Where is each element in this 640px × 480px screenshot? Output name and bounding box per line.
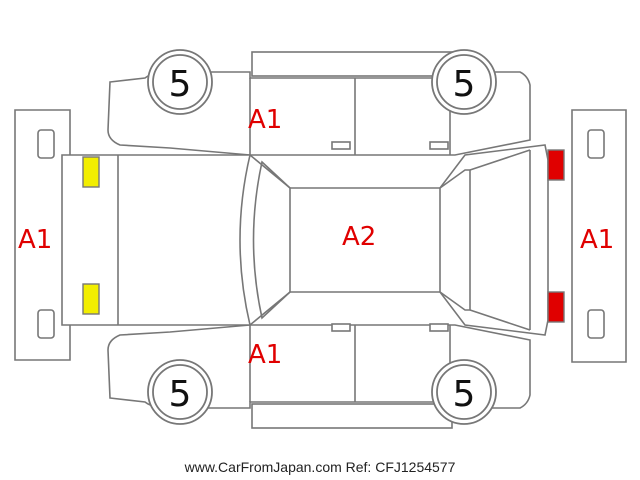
tire-rear-right: 5	[431, 359, 497, 425]
tire-rear-right-grade: 5	[453, 374, 476, 415]
tire-front-left-grade: 5	[169, 64, 192, 105]
tire-rear-left-grade: 5	[453, 64, 476, 105]
rear-right-lamp	[547, 291, 565, 323]
tire-front-left: 5	[147, 49, 213, 115]
front-left-lamp	[82, 156, 100, 188]
left-side-view	[107, 51, 531, 156]
rear-bumper-damage-label: A1	[580, 225, 614, 255]
rear-left-lamp	[547, 149, 565, 181]
front-bumper-damage-label: A1	[18, 225, 52, 255]
front-right-lamp	[82, 283, 100, 315]
left-side-damage-label: A1	[248, 105, 282, 135]
front-bumper	[14, 109, 71, 361]
tire-rear-left: 5	[431, 49, 497, 115]
top-view-body	[61, 144, 549, 336]
right-side-damage-label: A1	[248, 340, 282, 370]
tire-front-right-grade: 5	[169, 374, 192, 415]
tire-front-right: 5	[147, 359, 213, 425]
right-side-view	[107, 323, 531, 429]
rear-bumper	[571, 109, 627, 363]
footer-reference: www.CarFromJapan.com Ref: CFJ1254577	[184, 459, 456, 475]
roof-damage-label: A2	[342, 222, 376, 252]
